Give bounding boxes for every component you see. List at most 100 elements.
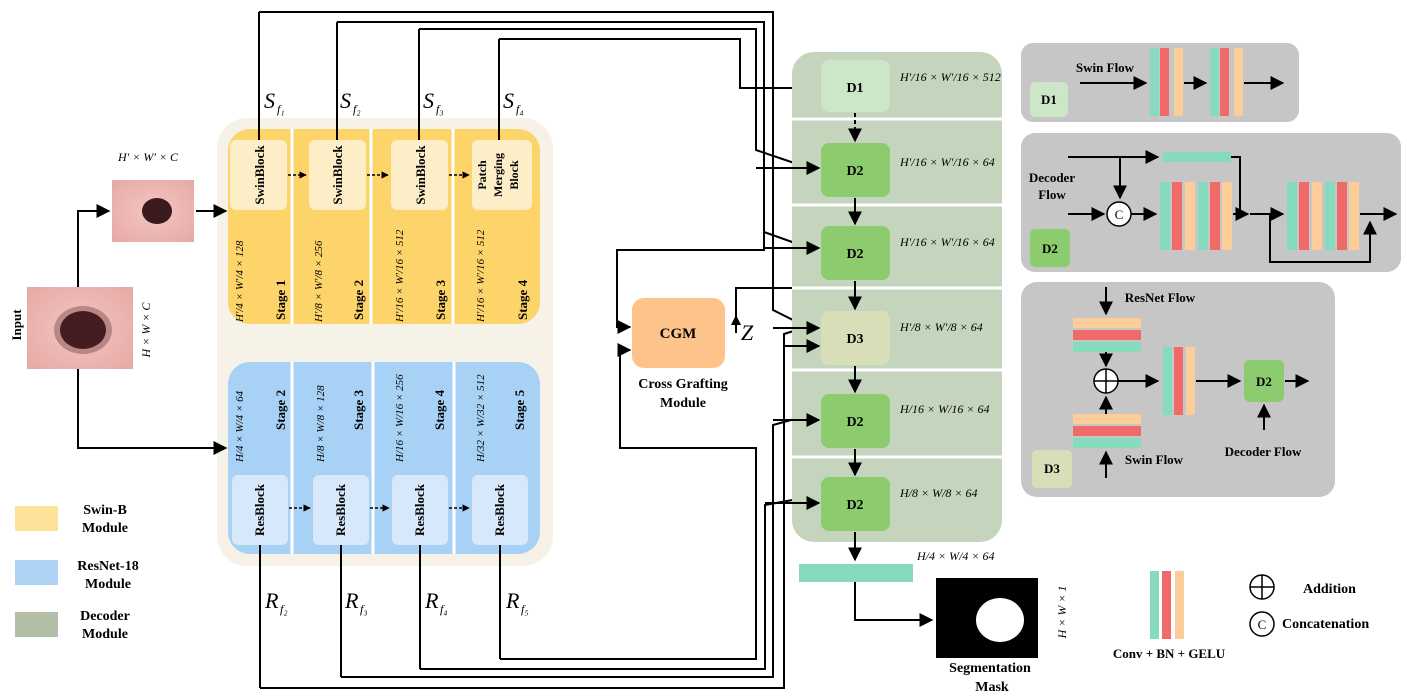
concatenation-legend-label: Concatenation [1282, 617, 1369, 632]
sf3-label: S [423, 88, 434, 113]
decoder-d3-dims: H′/8 × W′/8 × 64 [899, 320, 983, 334]
detail-d3-tag: D3 [1044, 461, 1060, 476]
swin-block-2-label: SwinBlock [330, 145, 345, 205]
decoder-d3-label: D3 [846, 332, 863, 347]
svg-text:C: C [1258, 617, 1267, 632]
svg-text:f₂: f₂ [280, 602, 288, 616]
cgm-label: CGM [660, 326, 697, 342]
svg-text:f₃: f₃ [360, 602, 368, 616]
decoder-d2-2-dims: H′/16 × W′/16 × 64 [899, 235, 995, 249]
detail-d1-tag: D1 [1041, 92, 1057, 107]
decoder-d1 [821, 60, 890, 112]
swin-stage-1-label: Stage 1 [273, 280, 288, 320]
cgm-caption-1: Cross Grafting [638, 377, 728, 392]
mask-caption-1: Segmentation [949, 661, 1031, 676]
svg-text:f₂: f₂ [353, 102, 361, 116]
detail-d3-panel: D3 ResNet Flow Swin Flow D2 Decoder Flow [1021, 282, 1335, 497]
sf4-label: S [503, 88, 514, 113]
swin-stage-3-dims: H′/16 × W′/16 × 512 [394, 229, 406, 323]
svg-text:Block: Block [507, 160, 521, 190]
detail-d1-panel: D1 Swin Flow [1021, 43, 1299, 122]
svg-text:Merging: Merging [491, 153, 505, 197]
decoder-d2-3-label: D2 [846, 415, 863, 430]
final-conv-bar [799, 564, 913, 582]
input-label: Input [9, 309, 24, 341]
legend-decoder-swatch [15, 612, 58, 637]
downsampled-dims: H′ × W′ × C [117, 150, 179, 164]
svg-text:f₁: f₁ [277, 102, 285, 116]
final-dims: H/4 × W/4 × 64 [916, 549, 995, 563]
cgm-caption-2: Module [660, 396, 706, 411]
swin-block-2 [309, 140, 366, 210]
rf5-label: R [505, 588, 520, 613]
legend-resnet-label-1: ResNet-18 [77, 559, 138, 574]
downsampled-image [112, 180, 194, 242]
segmentation-mask [936, 578, 1038, 658]
detail-d2-flow-2: Flow [1038, 187, 1066, 202]
svg-text:f₅: f₅ [521, 602, 529, 616]
svg-text:f₄: f₄ [516, 102, 524, 116]
legend-swin-label-2: Module [82, 521, 128, 536]
legend-resnet-label-2: Module [85, 577, 131, 592]
detail-d3-decoder-flow: Decoder Flow [1225, 444, 1302, 459]
swin-stage-3-label: Stage 3 [433, 279, 448, 320]
sf1-label: S [264, 88, 275, 113]
decoder-d3 [821, 311, 890, 365]
addition-legend-icon [1249, 574, 1275, 600]
detail-d3-d2: D2 [1256, 374, 1272, 389]
swin-stage-2-label: Stage 2 [351, 280, 366, 320]
input-image [27, 287, 133, 369]
res-block-1 [232, 475, 288, 545]
decoder-d2-3 [821, 394, 890, 448]
swin-block-1-label: SwinBlock [252, 145, 267, 205]
res-block-3 [392, 475, 448, 545]
res-block-4-label: ResBlock [492, 483, 507, 536]
res-block-2-label: ResBlock [333, 483, 348, 536]
swin-block-1 [230, 140, 287, 210]
concatenation-legend-icon: C [1249, 611, 1275, 637]
res-stage-2-dims: H/4 × W/4 × 64 [234, 390, 246, 463]
rf3-label: R [344, 588, 359, 613]
svg-text:f₄: f₄ [440, 602, 448, 616]
decoder-d2-1-label: D2 [846, 164, 863, 179]
res-stage-2-label: Stage 2 [273, 390, 288, 430]
res-block-4 [472, 475, 528, 545]
res-stage-5-label: Stage 5 [512, 389, 527, 430]
legend-swin-label-1: Swin-B [83, 503, 127, 518]
detail-d3-resnet-flow: ResNet Flow [1125, 290, 1196, 305]
res-stage-4-dims: H/16 × W/16 × 256 [394, 374, 406, 463]
z-label: Z [741, 320, 754, 345]
mask-caption-2: Mask [975, 680, 1009, 695]
conv-legend-label: Conv + BN + GELU [1113, 646, 1226, 661]
swin-block-3 [391, 140, 448, 210]
swin-stage-2-dims: H′/8 × W′/8 × 256 [313, 240, 325, 323]
svg-text:C: C [1115, 207, 1124, 222]
res-block-3-label: ResBlock [412, 483, 427, 536]
decoder-d2-4-dims: H/8 × W/8 × 64 [899, 486, 978, 500]
swin-module: SwinBlock SwinBlock SwinBlock Patch Merg… [228, 129, 540, 324]
legend-decoder-label-2: Module [82, 627, 128, 642]
resnet-module: ResBlock ResBlock ResBlock ResBlock Stag… [228, 362, 540, 554]
res-block-1-label: ResBlock [252, 483, 267, 536]
detail-d3-swin-flow: Swin Flow [1125, 452, 1184, 467]
detail-d2-panel: D2 Decoder Flow C [1021, 133, 1401, 272]
swin-stage-1-dims: H′/4 × W′/4 × 128 [234, 240, 246, 323]
decoder-d2-3-dims: H/16 × W/16 × 64 [899, 402, 990, 416]
decoder-d1-label: D1 [846, 81, 863, 96]
decoder-d2-2 [821, 226, 890, 280]
decoder-d2-1-dims: H′/16 × W′/16 × 64 [899, 155, 995, 169]
decoder-module: D1 D2 D2 D3 D2 D2 H′/16 × W′/16 × 512 H′… [792, 52, 1002, 542]
cgm-block [632, 298, 725, 368]
mask-dims: H × W × 1 [1055, 586, 1069, 640]
input-dims: H × W × C [139, 302, 153, 359]
res-stage-3-label: Stage 3 [351, 389, 366, 430]
decoder-d2-4 [821, 477, 890, 531]
res-stage-4-label: Stage 4 [432, 389, 447, 430]
rf4-label: R [424, 588, 439, 613]
legend-swin-swatch [15, 506, 58, 531]
decoder-d1-dims: H′/16 × W′/16 × 512 [899, 70, 1001, 84]
decoder-d2-2-label: D2 [846, 247, 863, 262]
detail-d2-tag: D2 [1042, 241, 1058, 256]
res-block-2 [313, 475, 369, 545]
